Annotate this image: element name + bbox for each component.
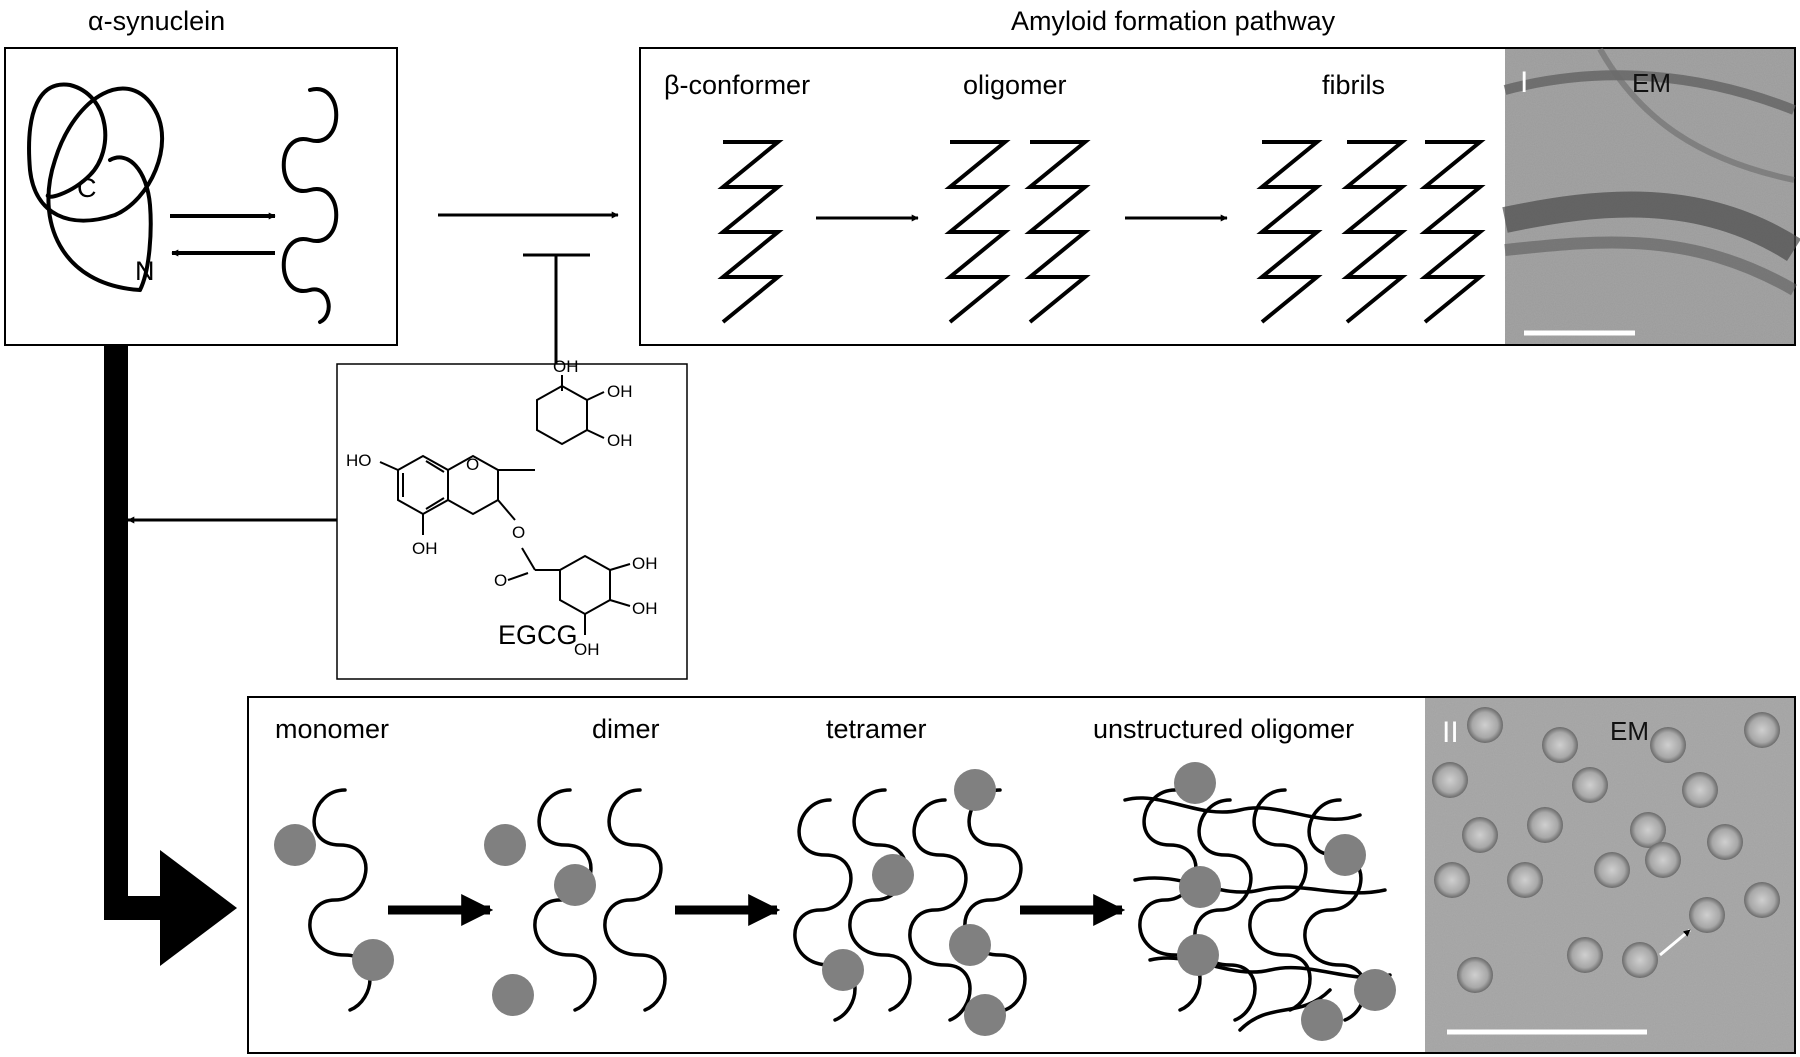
oligomer-sheet-2 <box>1024 140 1091 324</box>
monomer-ball-2 <box>352 939 394 981</box>
egcg-oh-d-3: OH <box>574 640 600 659</box>
tetramer-ball-4 <box>949 924 991 966</box>
dimer-ball-1 <box>484 824 526 866</box>
oligomer-tangle <box>1123 788 1392 1032</box>
stage-monomer: monomer <box>275 714 389 744</box>
oligomer-ball-2 <box>1324 834 1366 876</box>
monomer-ball-1 <box>274 824 316 866</box>
oligomer-sheet-1 <box>944 140 1011 324</box>
oligomer-ball-4 <box>1177 934 1219 976</box>
fibril-sheet-1 <box>1256 140 1323 324</box>
unfolded-chain <box>281 87 339 324</box>
stage-beta-conformer: β-conformer <box>664 70 810 100</box>
egcg-oh-right-2: OH <box>607 431 633 450</box>
dimer-ball-3 <box>492 974 534 1016</box>
egcg-oh-bottom-a: OH <box>412 539 438 558</box>
unstructured-box: monomer dimer tetramer unstructured olig… <box>247 696 1796 1054</box>
tetramer-ball-5 <box>964 994 1006 1036</box>
tetramer-ball-3 <box>822 949 864 991</box>
egcg-oh-top: OH <box>553 357 579 376</box>
dimer-chains <box>533 788 667 1012</box>
oligomer-ball-6 <box>1301 999 1343 1041</box>
amyloid-pathway-title: Amyloid formation pathway <box>1011 6 1336 36</box>
stage-tetramer: tetramer <box>826 714 927 744</box>
monomer-equilibrium-box: C N <box>4 47 398 346</box>
dimer-ball-2 <box>554 864 596 906</box>
folded-chain <box>27 82 165 292</box>
beta-sheet <box>717 140 784 324</box>
em-panel-fibrils: I EM <box>1502 47 1800 344</box>
n-terminus-label: N <box>135 256 155 286</box>
egcg-o-carbonyl: O <box>494 571 507 590</box>
egcg-box: OH OH OH HO O OH O O OH OH OH EGCG <box>336 357 688 680</box>
em-label-2: EM <box>1610 716 1649 746</box>
main-thick-arrow <box>104 345 160 920</box>
c-terminus-label: C <box>77 173 97 203</box>
egcg-oh-d-2: OH <box>632 599 658 618</box>
stage-oligomer: oligomer <box>963 70 1067 100</box>
em-pointer-arrow <box>1659 928 1691 957</box>
tetramer-ball-2 <box>872 854 914 896</box>
oligomer-ball-5 <box>1354 969 1396 1011</box>
em-label-1: EM <box>1632 68 1671 98</box>
tetramer-ball-1 <box>954 769 996 811</box>
egcg-oh-right-1: OH <box>607 382 633 401</box>
fibril-sheet-3 <box>1419 140 1486 324</box>
em-panel-roman-1: I <box>1520 66 1528 99</box>
alpha-synuclein-title: α-synuclein <box>88 6 225 36</box>
egcg-o-ester: O <box>512 523 525 542</box>
em-panel-oligomers: II EM <box>1425 698 1794 1052</box>
fibril-sheet-2 <box>1341 140 1408 324</box>
stage-dimer: dimer <box>592 714 660 744</box>
egcg-structure <box>379 375 631 635</box>
egcg-oh-d-1: OH <box>632 554 658 573</box>
em-particles <box>1432 707 1780 993</box>
amyloid-box: β-conformer oligomer fibrils <box>639 47 1796 346</box>
stage-fibrils: fibrils <box>1322 70 1385 100</box>
egcg-name: EGCG <box>498 620 578 650</box>
main-thick-arrowhead <box>160 850 237 966</box>
oligomer-ball-3 <box>1179 866 1221 908</box>
egcg-ho-left: HO <box>346 451 372 470</box>
egcg-o-ring: O <box>466 455 479 474</box>
oligomer-ball-1 <box>1174 762 1216 804</box>
stage-unstructured-oligomer: unstructured oligomer <box>1093 714 1354 744</box>
em-panel-roman-2: II <box>1442 716 1459 749</box>
